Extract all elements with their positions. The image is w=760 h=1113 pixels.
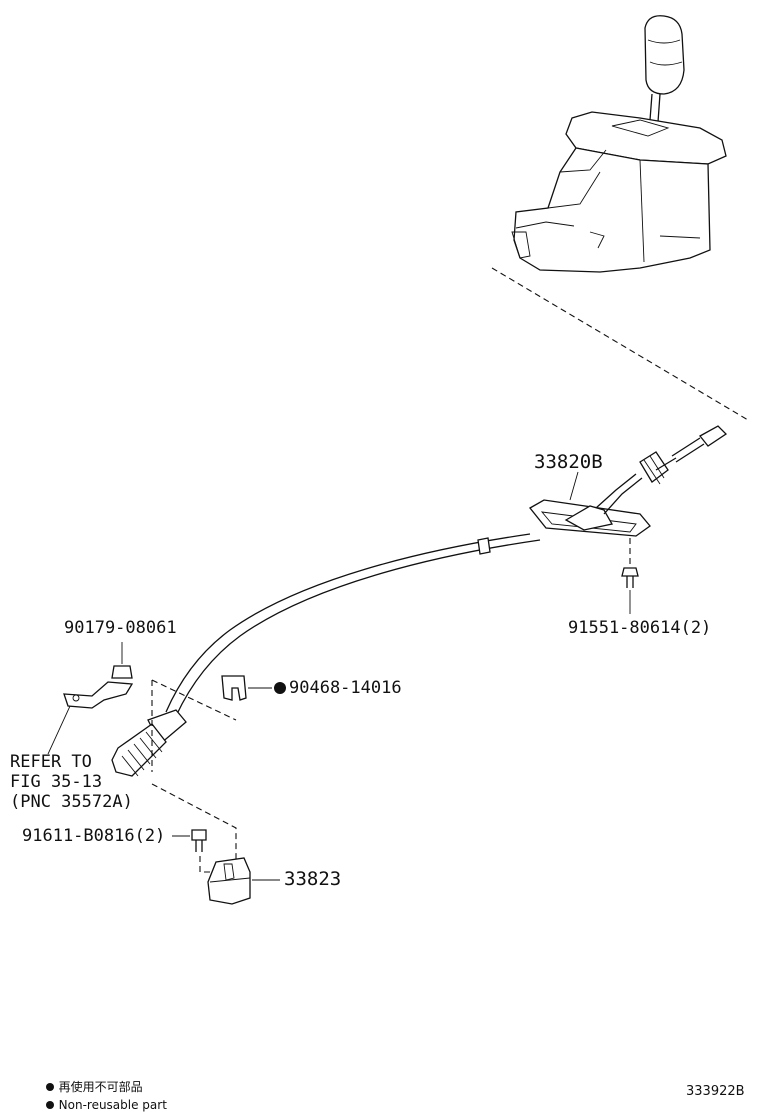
part-label-bolt-top: 91551-80614(2) [568, 618, 712, 638]
reference-line-2: FIG 35-13 [10, 772, 103, 792]
bolt-bottom-illustration [172, 829, 214, 873]
bracket-illustration [207, 857, 280, 905]
shift-lever-assembly-illustration [511, 15, 727, 273]
bolt-top-illustration [621, 538, 639, 614]
legend-english-text: Non-reusable part [58, 1098, 167, 1112]
clip-part-number: 90468-14016 [289, 678, 402, 698]
shift-lever-knob-icon [644, 15, 685, 95]
bullet-dot-icon [274, 682, 286, 694]
clip-illustration [221, 675, 272, 701]
part-label-shift-lever-cable-assy: 33820B [534, 451, 603, 473]
nut-bracket-illustration [47, 642, 134, 755]
illustration-code: 333922B [686, 1084, 745, 1099]
part-label-nut: 90179-08061 [64, 618, 177, 638]
part-label-bolt-bottom: 91611-B0816(2) [22, 826, 166, 846]
bullet-dot-icon [45, 1101, 54, 1109]
reference-line-3: (PNC 35572A) [10, 792, 133, 812]
part-label-bracket: 33823 [284, 868, 342, 890]
legend-japanese-text: 再使用不可部品 [58, 1080, 143, 1094]
cable-boot-illustration [111, 709, 187, 777]
legend-japanese: 再使用不可部品 [38, 1063, 143, 1095]
legend-english: Non-reusable part [38, 1081, 167, 1113]
cable-end-fitting-illustration [639, 425, 728, 485]
reference-line-1: REFER TO [10, 752, 92, 772]
control-cable-illustration [165, 533, 541, 717]
cable-plate-illustration [529, 473, 651, 537]
bullet-dot-icon [45, 1083, 54, 1091]
part-label-clip: 90468-14016 [274, 678, 402, 698]
